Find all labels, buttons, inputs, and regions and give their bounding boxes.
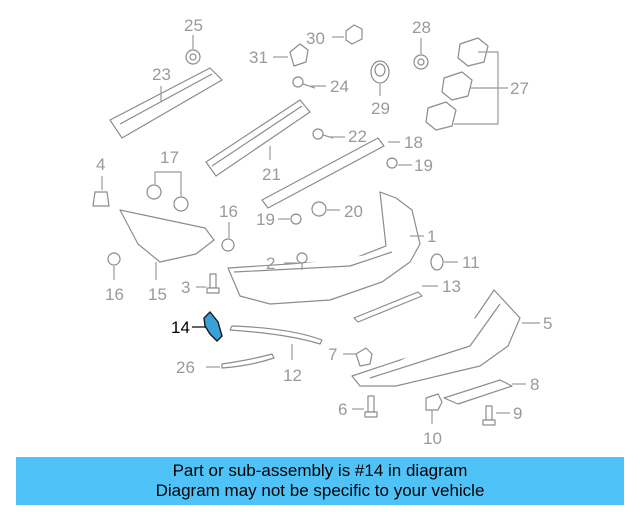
callout-19-upper: 19: [414, 156, 433, 175]
callout-21: 21: [262, 165, 281, 184]
part-14-bracket: [203, 310, 223, 342]
part-7-clip: [355, 347, 373, 367]
callout-18: 18: [404, 133, 423, 152]
part-24-bolt: [292, 76, 316, 89]
part-11-pad: [430, 253, 444, 271]
part-4-nut: [92, 191, 110, 207]
part-16-bolt-left: [107, 252, 121, 266]
callout-3: 3: [181, 278, 190, 297]
part-31-clip: [289, 43, 309, 67]
callout-12: 12: [283, 366, 302, 385]
part-25-clip: [185, 49, 201, 65]
callout-23: 23: [152, 65, 171, 84]
parts-diagram: 25 30 28 31 24 23 29 27: [92, 16, 552, 448]
part-28-grommet: [413, 54, 429, 70]
part-3-bolt: [206, 273, 220, 294]
banner-line-2: Diagram may not be specific to your vehi…: [155, 481, 485, 500]
part-16-bolt-right: [221, 238, 235, 252]
callout-27: 27: [510, 79, 529, 98]
callout-8: 8: [530, 375, 539, 394]
part-23-reinforcement: [109, 67, 223, 139]
callout-9: 9: [513, 404, 522, 423]
callout-11: 11: [462, 253, 480, 272]
callout-10: 10: [423, 429, 442, 448]
callout-15: 15: [148, 285, 167, 304]
part-9-bolt: [482, 405, 496, 426]
callout-31: 31: [249, 48, 268, 67]
callout-22: 22: [348, 127, 367, 146]
callout-14: 14: [171, 318, 190, 337]
part-21-beam: [205, 99, 311, 177]
callout-29: 29: [371, 99, 390, 118]
part-26-strip: [221, 353, 275, 369]
part-10-clip: [425, 393, 443, 411]
callout-25: 25: [184, 16, 203, 35]
callout-2: 2: [266, 254, 275, 273]
part-8-plate: [443, 379, 513, 405]
part-6-bolt: [364, 395, 378, 418]
callout-26: 26: [176, 358, 195, 377]
callout-17: 17: [160, 148, 179, 167]
callout-19-lower: 19: [256, 210, 275, 229]
part-17-grommets: [146, 184, 189, 212]
callout-13: 13: [442, 277, 461, 296]
part-27-sensor-group: [425, 37, 489, 131]
callout-7: 7: [328, 345, 337, 364]
part-1-bumper-cover: [227, 191, 421, 305]
callout-30: 30: [306, 29, 325, 48]
callout-5: 5: [543, 314, 552, 333]
callout-16-left: 16: [105, 285, 124, 304]
part-12-lower-strip: [229, 325, 323, 345]
callout-20: 20: [344, 202, 363, 221]
callout-24: 24: [330, 77, 349, 96]
part-18-strip: [261, 137, 385, 209]
part-19-bolt-lower: [290, 213, 302, 225]
part-15-side-bracket: [119, 209, 215, 263]
callout-4: 4: [96, 155, 105, 174]
part-29-cap: [370, 60, 390, 84]
callout-16-right: 16: [219, 202, 238, 221]
part-5-diffuser: [351, 289, 521, 387]
part-19-bolt-upper: [386, 157, 398, 169]
info-banner: Part or sub-assembly is #14 in diagram D…: [16, 457, 624, 505]
callout-6: 6: [338, 400, 347, 419]
part-20-nut: [311, 201, 327, 217]
part-30-clip: [345, 24, 363, 45]
part-2-bolt: [296, 252, 308, 270]
callout-1: 1: [427, 227, 436, 246]
part-13-molding: [353, 291, 423, 323]
banner-line-1: Part or sub-assembly is #14 in diagram: [172, 461, 468, 480]
callout-28: 28: [412, 18, 431, 37]
